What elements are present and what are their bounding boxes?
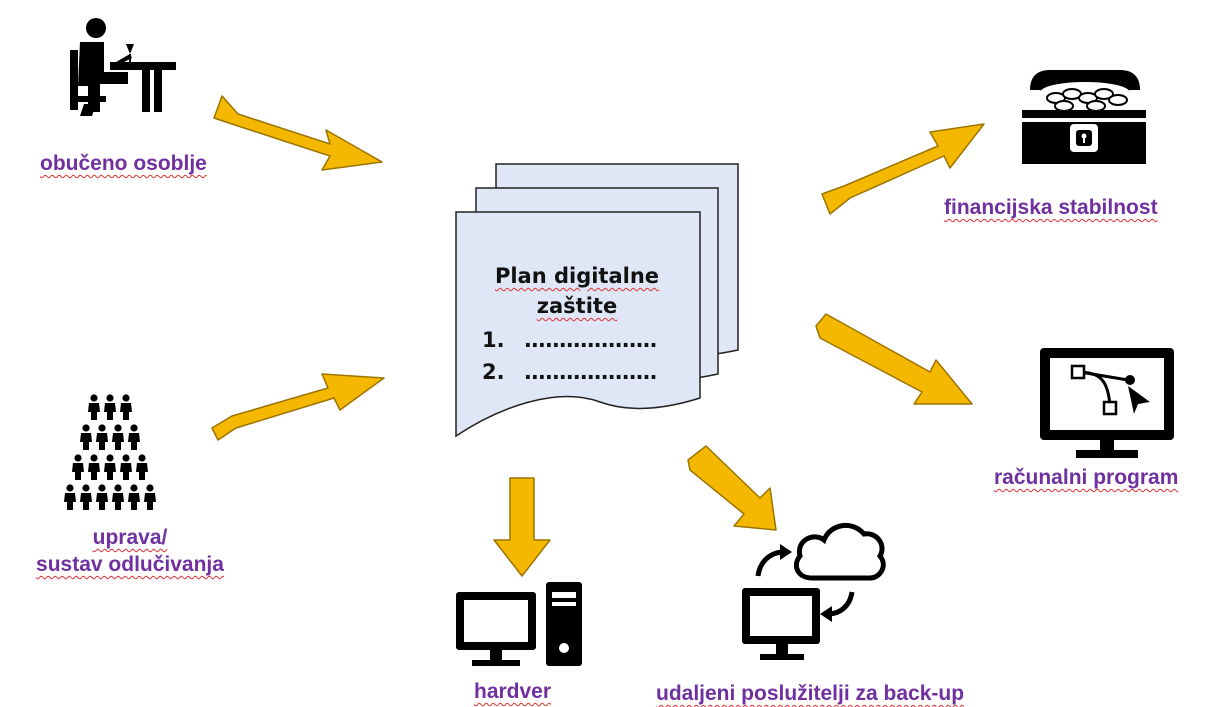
treasure-chest-icon bbox=[1022, 70, 1146, 164]
person-figure-body bbox=[120, 463, 132, 480]
plan-item-2: 2. ................... bbox=[482, 360, 658, 384]
label-software: računalni program bbox=[994, 464, 1178, 491]
person-figure-head bbox=[122, 394, 130, 402]
people-pyramid-icon bbox=[64, 394, 156, 510]
person-figure-body bbox=[144, 493, 156, 510]
person-figure-head bbox=[82, 424, 90, 432]
person-figure-body bbox=[136, 463, 148, 480]
plan-title-line1: Plan digitalne bbox=[474, 264, 680, 288]
label-remote-backup: udaljeni poslužitelji za back-up bbox=[656, 680, 964, 707]
person-figure-body bbox=[64, 493, 76, 510]
person-figure-head bbox=[98, 484, 106, 492]
plan-title-text-1: Plan digitalne bbox=[494, 264, 660, 288]
person-figure-body bbox=[104, 463, 116, 480]
plan-item-1-number: 1. bbox=[482, 328, 505, 352]
plan-item-1: 1. ................... bbox=[482, 328, 658, 352]
label-trained-staff-text: obučeno osoblje bbox=[40, 152, 207, 175]
person-figure-body bbox=[120, 403, 132, 420]
arrows bbox=[211, 95, 985, 577]
person-figure-body bbox=[88, 463, 100, 480]
person-figure-body bbox=[72, 463, 84, 480]
person-at-desk-icon bbox=[70, 18, 176, 116]
desktop-computer-icon bbox=[456, 582, 582, 666]
person-figure-body bbox=[96, 433, 108, 450]
person-figure-body bbox=[80, 433, 92, 450]
arrow-plan-to-financial bbox=[821, 123, 985, 215]
person-figure-head bbox=[106, 394, 114, 402]
person-figure-head bbox=[122, 454, 130, 462]
person-figure-head bbox=[114, 424, 122, 432]
person-figure-body bbox=[112, 433, 124, 450]
document-page-front bbox=[455, 211, 701, 438]
person-figure-body bbox=[112, 493, 124, 510]
plan-title-line2: zaštite bbox=[474, 294, 680, 318]
person-figure-head bbox=[114, 484, 122, 492]
label-hardware: hardver bbox=[474, 678, 551, 705]
plan-title-text-2: zaštite bbox=[536, 294, 618, 318]
person-figure-body bbox=[80, 493, 92, 510]
label-software-text: računalni program bbox=[994, 466, 1179, 489]
person-figure-head bbox=[98, 424, 106, 432]
arrow-plan-to-backup bbox=[687, 445, 777, 531]
person-figure-body bbox=[88, 403, 100, 420]
person-figure-head bbox=[74, 454, 82, 462]
person-figure-head bbox=[82, 484, 90, 492]
plan-item-2-number: 2. bbox=[482, 360, 505, 384]
cloud-sync-icon bbox=[742, 523, 886, 660]
label-financial: financijska stabilnost bbox=[944, 194, 1158, 221]
person-figure-body bbox=[104, 403, 116, 420]
plan-item-1-dots: ................... bbox=[523, 328, 658, 352]
label-management: uprava/ sustav odlučivanja bbox=[10, 524, 250, 578]
label-management-line2: sustav odlučivanja bbox=[36, 553, 224, 576]
arrow-plan-to-hardware bbox=[493, 477, 551, 577]
label-hardware-text: hardver bbox=[474, 680, 552, 703]
person-figure-head bbox=[130, 484, 138, 492]
label-management-line1: uprava/ bbox=[92, 526, 168, 549]
person-figure-body bbox=[128, 493, 140, 510]
label-remote-backup-text: udaljeni poslužitelji za back-up bbox=[656, 682, 965, 705]
person-figure-head bbox=[138, 454, 146, 462]
person-figure-head bbox=[66, 484, 74, 492]
label-financial-text: financijska stabilnost bbox=[944, 196, 1158, 219]
label-trained-staff: obučeno osoblje bbox=[40, 150, 207, 177]
person-figure-head bbox=[90, 454, 98, 462]
person-figure-head bbox=[106, 454, 114, 462]
person-figure-head bbox=[90, 394, 98, 402]
person-figure-head bbox=[130, 424, 138, 432]
arrow-management-to-plan bbox=[211, 373, 385, 441]
person-figure-body bbox=[96, 493, 108, 510]
monitor-vector-icon bbox=[1040, 348, 1174, 458]
person-figure-head bbox=[146, 484, 154, 492]
person-figure-body bbox=[128, 433, 140, 450]
arrow-plan-to-software bbox=[815, 313, 973, 405]
plan-document-stack bbox=[455, 163, 739, 438]
plan-item-2-dots: ................... bbox=[523, 360, 658, 384]
arrow-staff-to-plan bbox=[213, 95, 383, 171]
